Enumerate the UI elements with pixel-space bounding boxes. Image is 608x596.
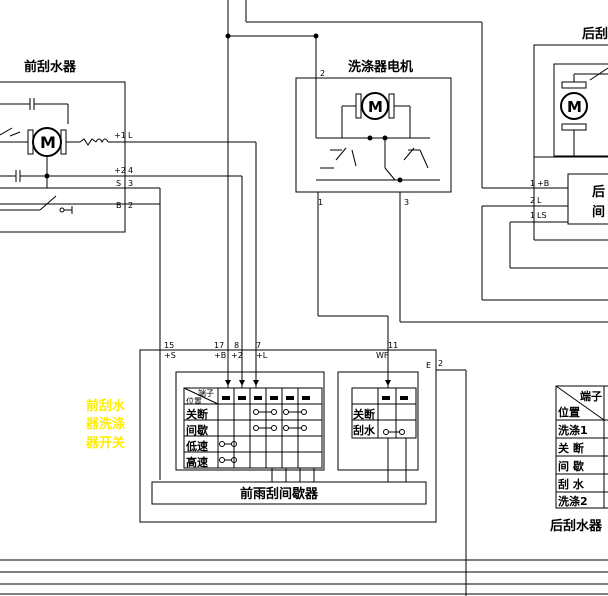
front-switch-assembly: 15 +S 17 +B 8 +2 7 +L 11 WF E 2 前刮水 器洗涤 …	[85, 341, 467, 596]
rear-pin-2: 2	[530, 196, 535, 205]
sw-pin-s: +S	[164, 351, 176, 360]
sw-pin-e2: 2	[438, 359, 443, 368]
washer-pin-top: 2	[320, 69, 325, 78]
sw-pin-l: +L	[256, 351, 268, 360]
rear-header-position: 位置	[558, 405, 580, 419]
sw-pin-e: E	[426, 361, 431, 370]
front-pin-b: B	[116, 201, 122, 210]
sw-pin-b: +B	[214, 351, 226, 360]
washer-row-off: 关断	[353, 407, 375, 421]
sw-pin-wf: WF	[376, 351, 389, 360]
sw-pin-2: +2	[231, 351, 243, 360]
rear-relay-2: 间	[592, 204, 605, 220]
sw-pin-17: 17	[214, 341, 224, 350]
front-wiper-motor: 前刮水器 M +1	[0, 59, 242, 233]
front-pin-1: +1	[114, 131, 126, 140]
rear-wiper: 后刮 M 后 间 1 +B 2 L 1 LS	[481, 26, 608, 301]
rear-row-intermittent: 间 歇	[558, 459, 584, 473]
table-header-terminal: 端子	[198, 388, 214, 398]
sw-pin-7: 7	[256, 341, 261, 350]
table-row-high: 高速	[186, 455, 208, 469]
washer-motor: 洗涤器电机 2 M 1 3	[295, 59, 608, 345]
washer-motor-letter: M	[368, 98, 383, 116]
rear-motor-letter: M	[567, 98, 582, 116]
table-row-low: 低速	[185, 439, 208, 453]
rear-header-terminal: 端子	[580, 389, 602, 403]
front-pin-2-wire: 4	[128, 166, 133, 175]
front-motor-letter: M	[40, 133, 56, 152]
sw-pin-15: 15	[164, 341, 174, 350]
rear-relay-1: 后	[592, 184, 605, 200]
switch-side-label-1: 前刮水	[86, 398, 126, 414]
switch-side-label-2: 器洗涤	[85, 416, 125, 432]
rear-motor-icon	[560, 92, 588, 120]
washer-motor-title: 洗涤器电机	[348, 59, 413, 75]
table-row-off: 关断	[186, 407, 208, 421]
front-pin-b-wire: 2	[128, 201, 133, 210]
rear-pin-2b: L	[537, 196, 542, 205]
switch-side-label-3: 器开关	[85, 435, 125, 451]
top-feed-wires	[225, 0, 568, 350]
washer-pin-left: 1	[318, 198, 323, 207]
rear-row-wipe: 刮 水	[558, 477, 585, 491]
washer-motor-icon	[361, 92, 389, 120]
rear-pin-1: 1	[530, 179, 535, 188]
rear-row-wash1: 洗涤1	[558, 423, 588, 437]
front-pin-2: +2	[114, 166, 126, 175]
sw-pin-8: 8	[234, 341, 239, 350]
front-switch-table: 端子 位置 关断 间歇 低速 高速	[183, 345, 323, 469]
front-motor-wires	[0, 141, 257, 345]
rear-row-wash2: 洗涤2	[558, 494, 588, 508]
washer-switch-table: 关断 刮水	[351, 345, 417, 482]
washer-pin-right: 3	[404, 198, 409, 207]
front-pin-1-wire: L	[128, 131, 133, 140]
rear-pin-3b: LS	[537, 211, 547, 220]
table-row-intermittent: 间歇	[186, 423, 208, 437]
rear-pin-3: 1	[530, 211, 535, 220]
front-wiper-title: 前刮水器	[24, 59, 77, 75]
relay-label: 前雨刮间歇器	[240, 486, 319, 502]
rear-wiper-title: 后刮	[582, 26, 608, 42]
rear-row-off: 关 断	[558, 441, 584, 455]
rear-switch-caption: 后刮水器	[550, 518, 603, 534]
table-header-position: 位置	[186, 396, 202, 406]
front-pin-s: S	[116, 179, 121, 188]
washer-row-wipe: 刮水	[353, 423, 376, 437]
front-pin-s-wire: 3	[128, 179, 133, 188]
rear-pin-1b: +B	[537, 179, 549, 188]
bottom-bus	[0, 559, 608, 595]
sw-pin-11: 11	[388, 341, 398, 350]
rear-switch-table: 端子 位置 洗涤1 关 断 间 歇 刮 水 洗涤2 后刮水器	[550, 385, 608, 534]
